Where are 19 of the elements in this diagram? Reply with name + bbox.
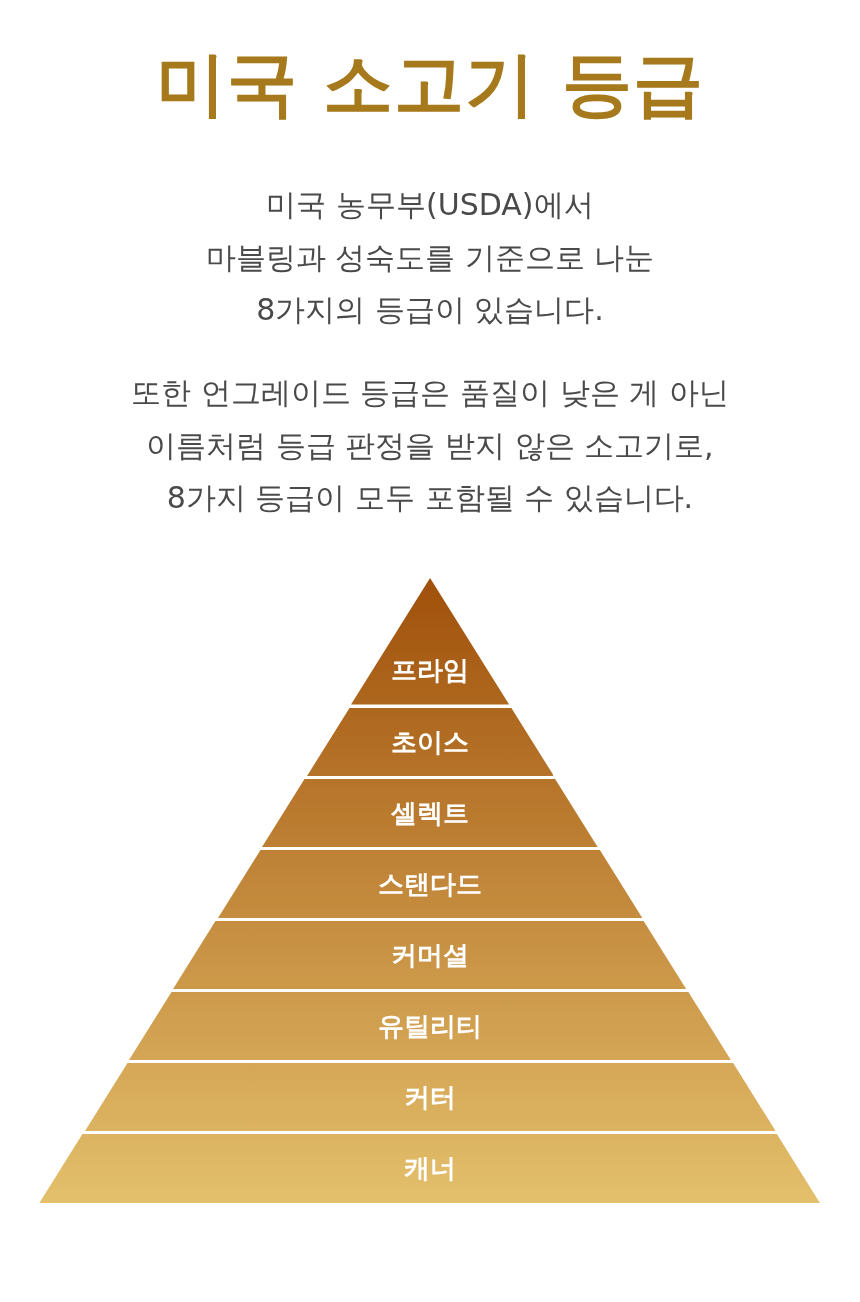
tier-label: 프라임	[390, 653, 470, 686]
pyramid-tier	[84, 1062, 776, 1131]
pyramid-tier	[350, 578, 510, 705]
pyramid-tier	[173, 920, 687, 989]
pyramid-tier	[306, 707, 554, 776]
pyramid-tier	[262, 778, 598, 847]
tier-label: 캐너	[403, 1152, 457, 1185]
description-text: 또한 언그레이드 등급은 품질이 낮은 게 아닌 이름처럼 등급 판정을 받지 않은 소고기로, 8가지 등급이 모두 포함될 수 있습니다.	[130, 374, 730, 517]
pyramid-tier	[39, 1133, 821, 1203]
tier-label: 유틸리티	[377, 1009, 483, 1042]
tier-label: 커터	[403, 1080, 457, 1113]
description-text: 미국 농무부(USDA)에서 마블링과 성숙도를 기준으로 나눈 8가지의 등급이 있습니다.	[204, 186, 656, 329]
pyramid-tier	[129, 991, 731, 1060]
pyramid-tier	[217, 849, 643, 918]
title: 미국 소고기 등급	[155, 44, 705, 124]
tier-label: 커머셜	[390, 938, 470, 971]
tier-label: 셀렉트	[390, 796, 470, 829]
tier-label: 스탠다드	[377, 867, 483, 900]
tier-label: 초이스	[390, 725, 470, 758]
